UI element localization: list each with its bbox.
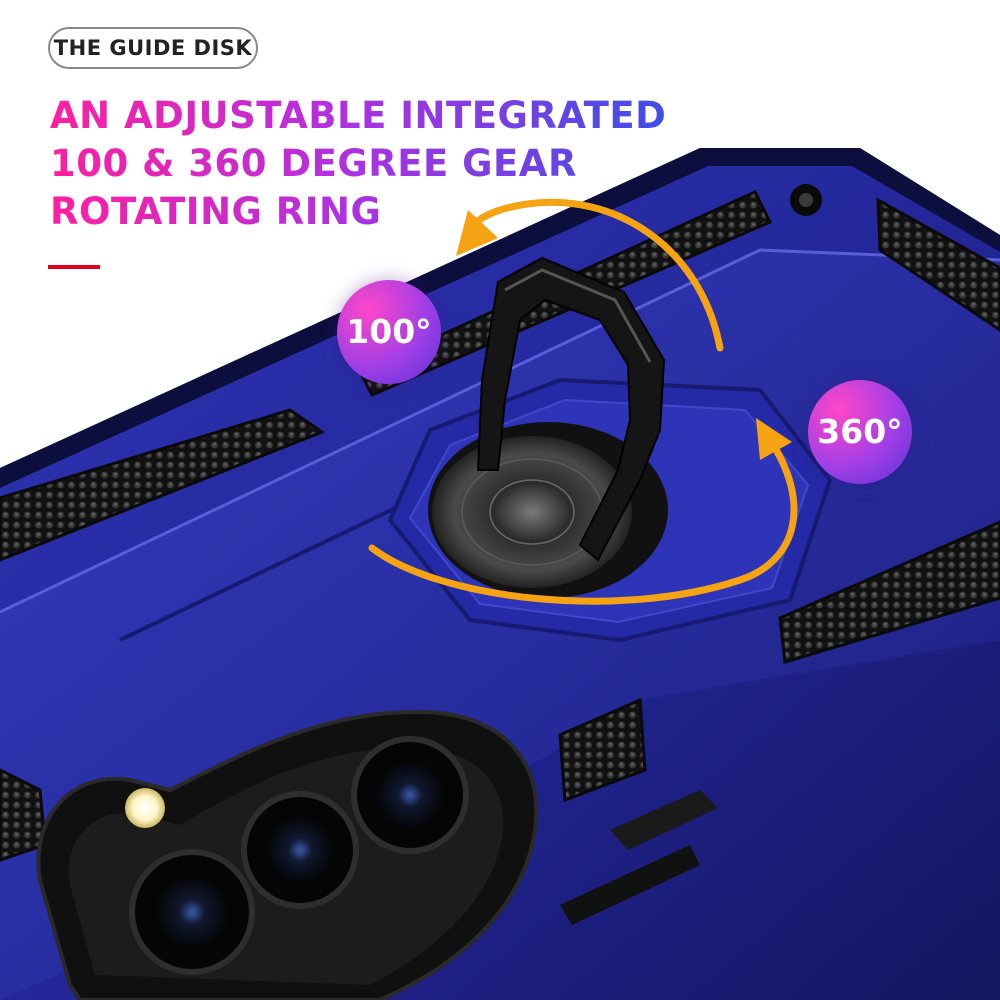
accent-divider [48, 265, 100, 269]
headline-line-2: 100 & 360 DEGREE GEAR [50, 140, 670, 188]
headline: AN ADJUSTABLE INTEGRATED 100 & 360 DEGRE… [50, 92, 670, 236]
rotation-angle-badge: 360° [808, 380, 912, 484]
headline-line-1: AN ADJUSTABLE INTEGRATED [50, 92, 670, 140]
brand-label: THE GUIDE DISK [48, 27, 258, 69]
tilt-angle-badge: 100° [337, 280, 441, 384]
headline-line-3: ROTATING RING [50, 188, 670, 236]
